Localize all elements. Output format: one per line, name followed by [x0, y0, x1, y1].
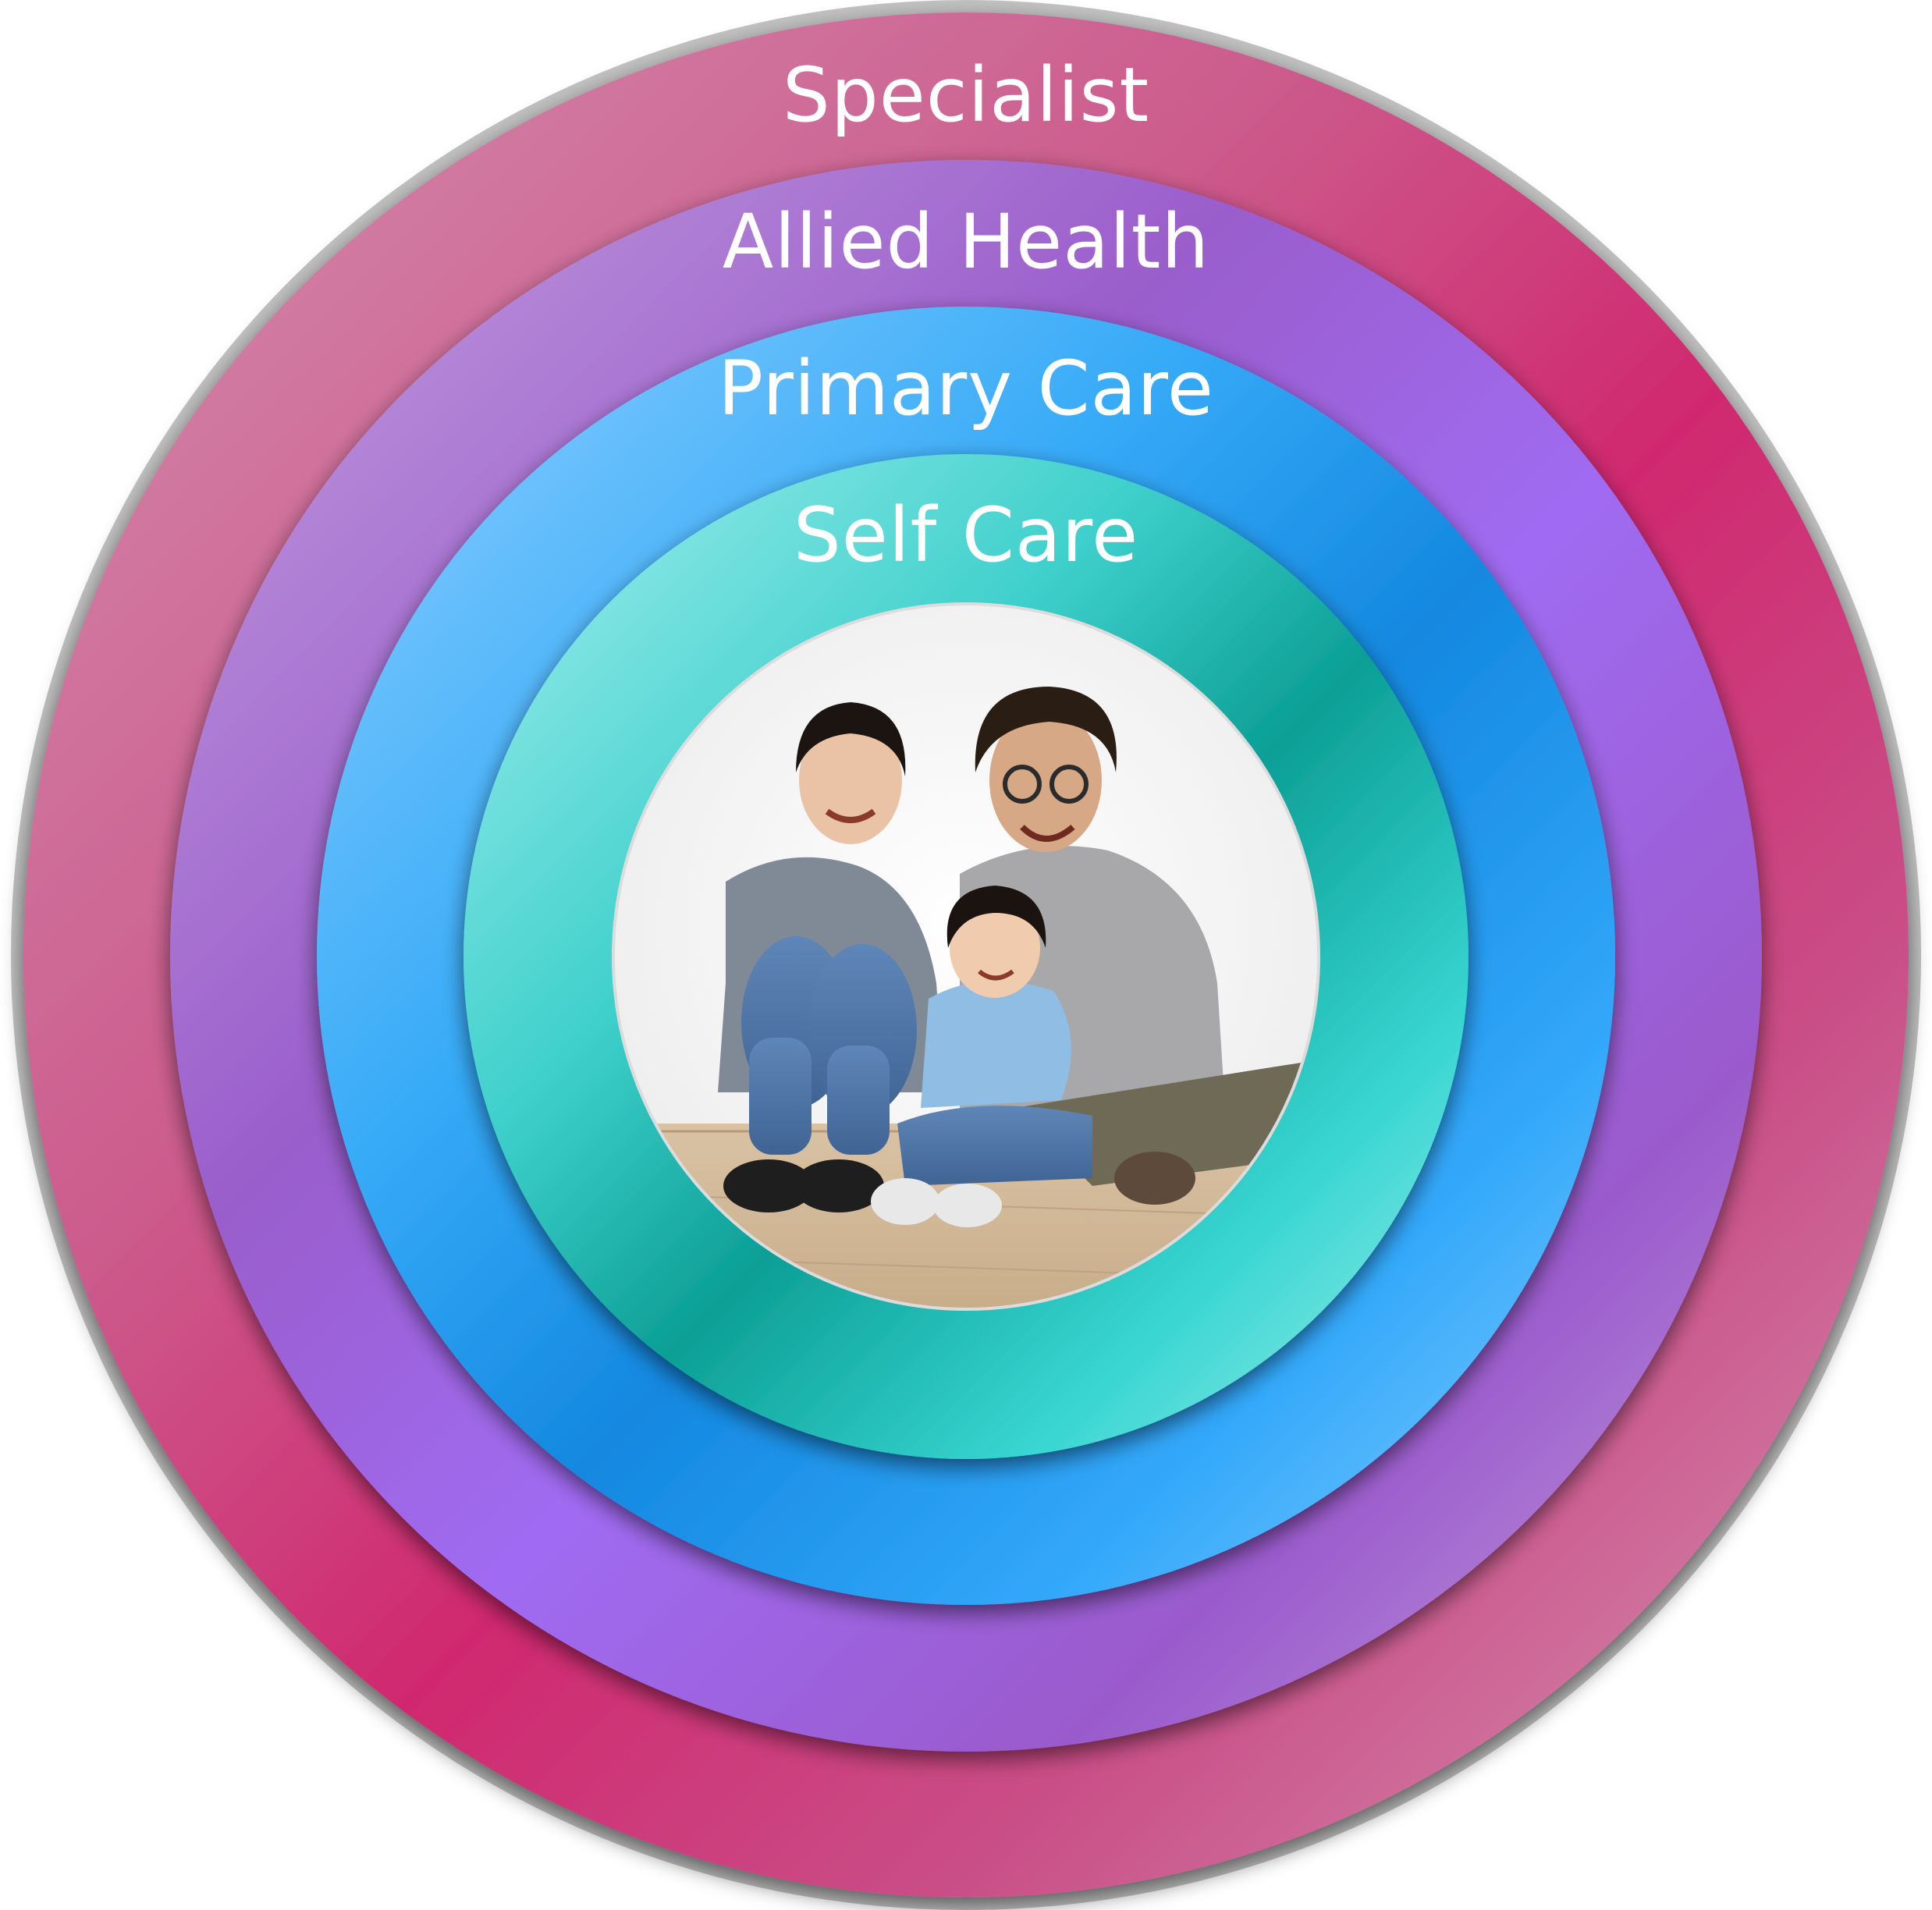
ring-label-primary-care: Primary Care	[718, 345, 1214, 432]
family-photo	[613, 604, 1319, 1309]
ring-label-allied-health: Allied Health	[722, 198, 1210, 286]
mother-figure	[718, 702, 944, 1212]
photo-frame	[612, 602, 1320, 1311]
child-figure	[871, 886, 1092, 1227]
ring-label-self-care: Self Care	[793, 492, 1139, 579]
ring-label-specialist: Specialist	[782, 51, 1150, 139]
